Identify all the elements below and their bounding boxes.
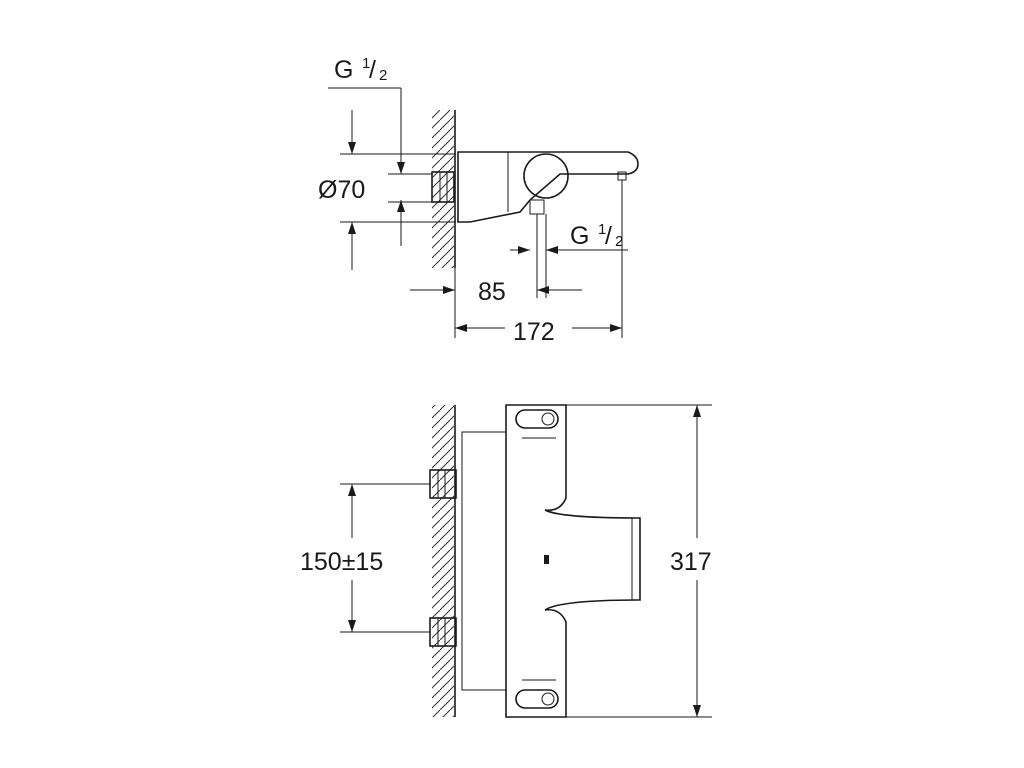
dimension-150: 150±15 (300, 483, 430, 633)
diameter-label: Ø70 (318, 176, 365, 204)
thread-top-denominator: 2 (379, 67, 387, 84)
diameter-dimension: Ø70 (318, 110, 456, 270)
dimension-172-label: 172 (513, 318, 555, 346)
thread-top-label: G 1 / 2 (328, 55, 405, 246)
thread-bottom-slash: / (605, 222, 612, 250)
thread-top-slash: / (369, 56, 376, 84)
wall-front (432, 405, 456, 717)
thread-bottom-numerator: 1 (598, 221, 606, 238)
dimension-317: 317 (566, 404, 712, 718)
dimension-150-label: 150±15 (300, 548, 383, 576)
dimension-172: 172 (454, 180, 623, 346)
thread-top-numerator: 1 (362, 55, 370, 72)
side-view: G 1 / 2 Ø70 (318, 55, 639, 346)
thread-bottom-denominator: 2 (615, 233, 623, 250)
front-view: 150±15 317 (300, 404, 712, 718)
dimension-85-label: 85 (478, 278, 506, 306)
dimension-317-label: 317 (670, 548, 712, 576)
dimension-85: 85 (410, 278, 582, 306)
wall-side (432, 110, 456, 268)
inlet-connector-side (431, 171, 455, 203)
thread-top-letter: G (334, 56, 353, 84)
mixer-body-side (457, 151, 639, 298)
thread-bottom-label: G 1 / 2 (510, 214, 628, 298)
mixer-body-front (461, 404, 641, 718)
thread-bottom-letter: G (570, 222, 589, 250)
